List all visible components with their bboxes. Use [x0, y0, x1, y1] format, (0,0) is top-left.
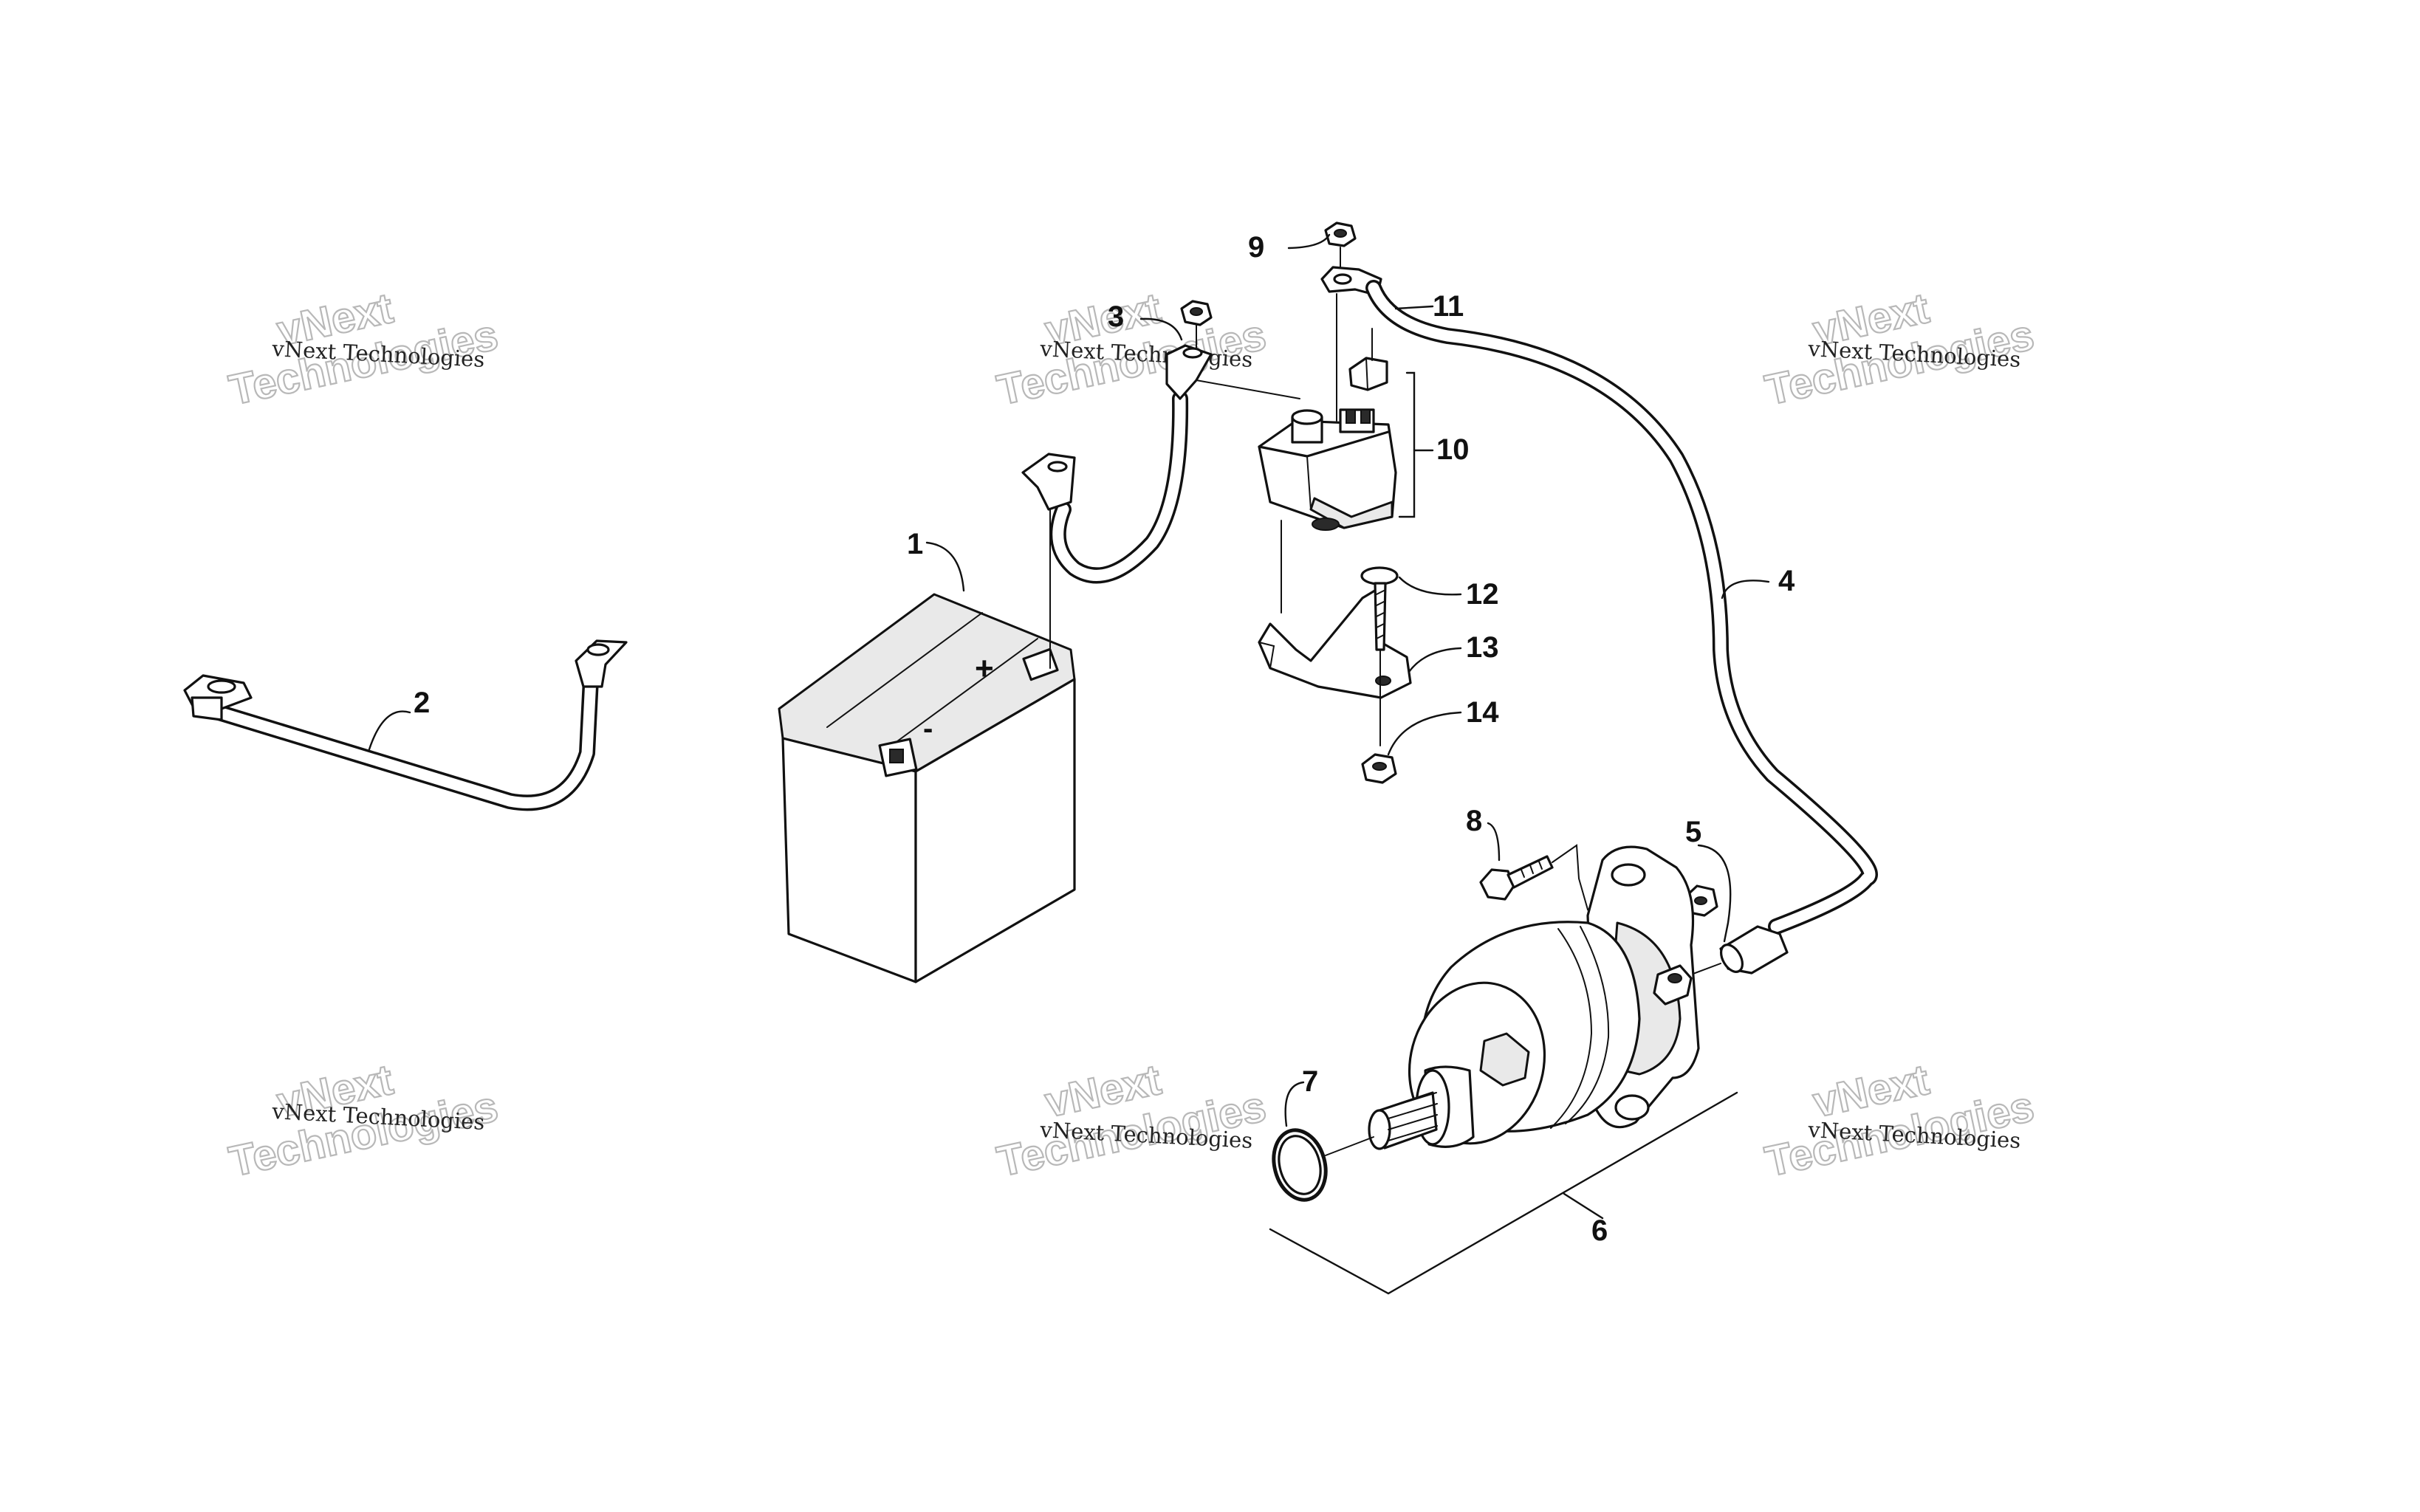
callout-5: 5 [1685, 816, 1701, 848]
callout-3: 3 [1108, 300, 1124, 333]
nut-3 [1180, 300, 1213, 349]
callout-11: 11 [1433, 290, 1464, 323]
o-ring [1272, 1128, 1374, 1202]
cable-boot [1661, 925, 1789, 986]
callout-13: 13 [1466, 631, 1499, 664]
starter-cable [1365, 280, 1878, 935]
callout-2: 2 [414, 687, 430, 719]
nut-14 [1361, 753, 1397, 784]
solenoid [1258, 408, 1397, 531]
battery: + - [778, 593, 1076, 983]
callout-12: 12 [1466, 578, 1499, 611]
fuse [1348, 328, 1388, 391]
callout-4: 4 [1778, 565, 1795, 597]
watermark-top-right: vNext Technologies [1761, 284, 2039, 416]
watermark-top-center: vNext Technologies [993, 284, 1271, 416]
callout-10: 10 [1436, 433, 1470, 466]
ground-cable [183, 639, 628, 811]
callout-8: 8 [1466, 805, 1482, 837]
screw-12 [1360, 566, 1399, 746]
starter-motor [1368, 845, 1700, 1150]
watermark-top-left: vNext Technologies [224, 284, 503, 416]
callout-9: 9 [1248, 231, 1264, 264]
callout-7: 7 [1302, 1065, 1318, 1098]
callout-6: 6 [1591, 1214, 1608, 1247]
positive-cable [1021, 344, 1300, 669]
callout-14: 14 [1466, 696, 1499, 729]
watermark-bottom-center: vNext Technologies [993, 1055, 1271, 1187]
watermark-bottom-right: vNext Technologies [1761, 1055, 2039, 1187]
callout-1: 1 [907, 528, 923, 560]
negative-mark: - [923, 712, 933, 745]
positive-mark: + [975, 650, 994, 687]
nut-9 [1320, 221, 1382, 422]
bolt-8 [1479, 844, 1618, 911]
